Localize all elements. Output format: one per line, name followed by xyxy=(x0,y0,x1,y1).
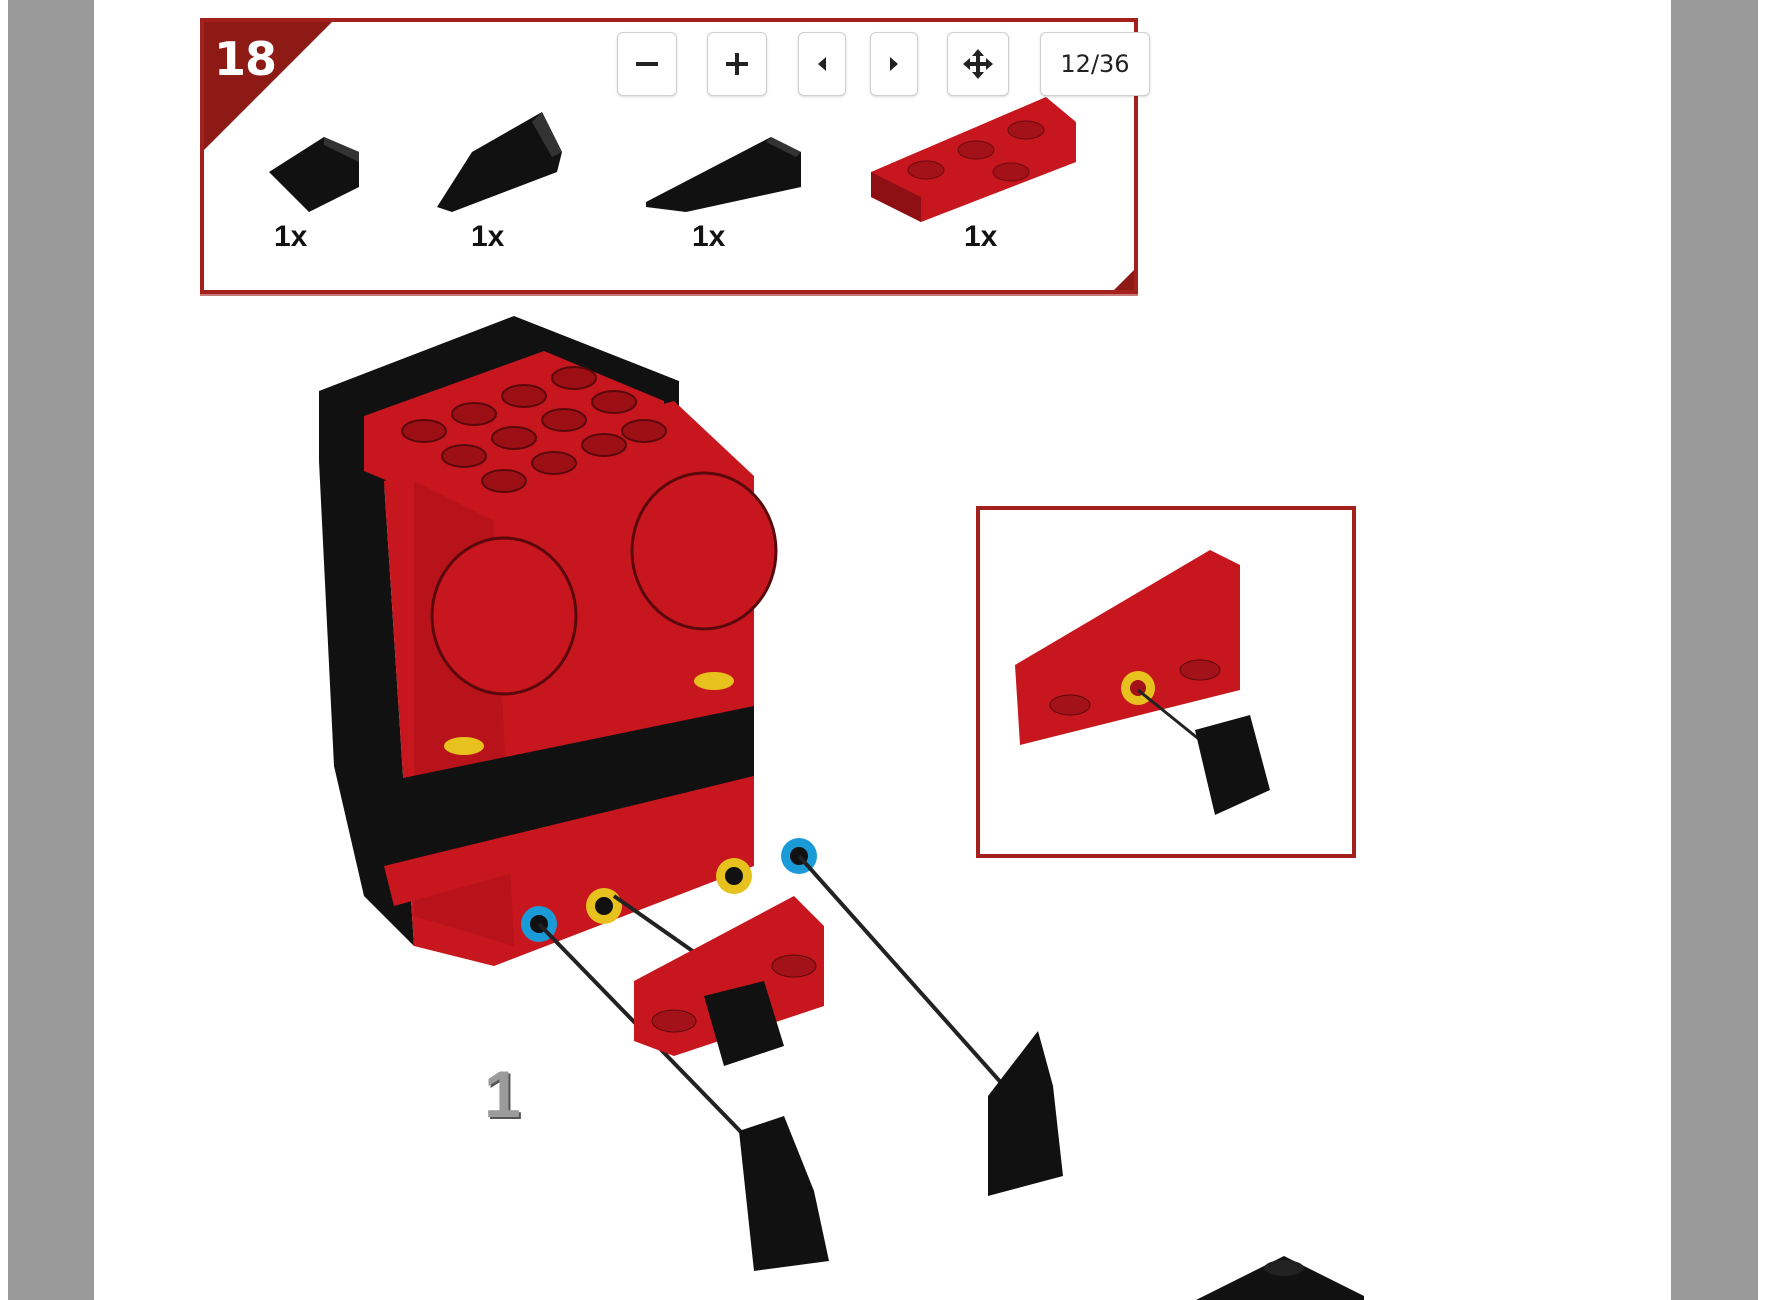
previous-page-button[interactable] xyxy=(798,32,846,96)
page-indicator-text: 12/36 xyxy=(1060,50,1130,78)
black-slope-curved-icon xyxy=(437,112,562,212)
plus-icon xyxy=(726,53,748,75)
zoom-out-button[interactable] xyxy=(617,32,677,96)
move-arrows-icon xyxy=(963,49,993,79)
step-number: 18 xyxy=(214,32,277,86)
instruction-page: 18 1x 1x 1x 1x xyxy=(94,6,1671,1300)
black-slope-piece-right xyxy=(988,1031,1063,1196)
assembly-guide-lines xyxy=(537,854,1006,1168)
next-page-button[interactable] xyxy=(870,32,918,96)
viewer-top-border xyxy=(0,0,1766,6)
sub-step-callout-number: 1 xyxy=(484,1057,521,1131)
black-slope-piece-left xyxy=(739,1116,829,1271)
black-wedge-long-icon xyxy=(646,137,801,212)
minus-icon xyxy=(636,62,658,66)
detail-inset-box xyxy=(976,506,1356,858)
viewer-right-gutter xyxy=(1671,0,1766,1300)
parts-box-corner xyxy=(1114,270,1134,290)
part-3-quantity: 1x xyxy=(692,220,726,253)
black-slope-small-icon xyxy=(269,137,359,212)
red-wedge-assembly-illustration xyxy=(634,896,824,1066)
detail-wedge-illustration xyxy=(1015,550,1270,815)
part-1-quantity: 1x xyxy=(274,220,308,253)
pan-button[interactable] xyxy=(947,32,1009,96)
caret-right-icon xyxy=(890,57,898,71)
partial-brick-bottom xyxy=(1196,1256,1364,1300)
step-corner-badge xyxy=(204,22,332,150)
red-wedge-plate-icon xyxy=(871,97,1076,222)
viewer-left-gutter xyxy=(0,0,94,1300)
part-4-quantity: 1x xyxy=(964,220,998,253)
zoom-in-button[interactable] xyxy=(707,32,767,96)
page-indicator: 12/36 xyxy=(1040,32,1150,96)
caret-left-icon xyxy=(818,57,826,71)
part-2-quantity: 1x xyxy=(471,220,505,253)
